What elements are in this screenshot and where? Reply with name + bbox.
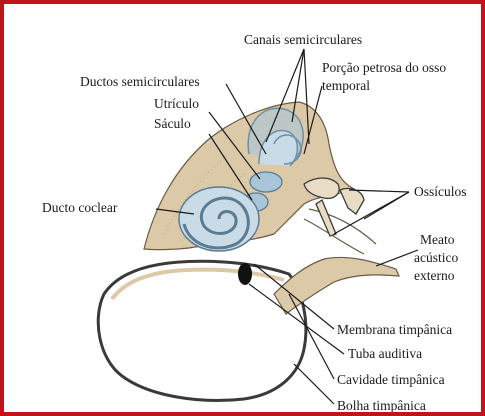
label-ductos-semicirculares: Ductos semicirculares [80,74,200,89]
inner-ear-diagram: Canais semicirculares Porção petrosa do … [4,4,485,416]
label-utriculo: Utrículo [154,96,199,111]
label-membrana-timpanica: Membrana timpânica [337,322,452,337]
label-porcao-petrosa-line1: Porção petrosa do osso [322,60,446,75]
label-tuba-auditiva: Tuba auditiva [348,346,422,361]
label-meato-line3: externo [414,268,455,283]
label-ducto-coclear: Ducto coclear [42,200,118,215]
label-canais-semicirculares: Canais semicirculares [244,32,362,47]
label-meato-line2: acústico [414,250,458,265]
label-ossiculos: Ossículos [414,184,467,199]
label-saculo: Sáculo [154,116,191,131]
label-bolha-timpanica: Bolha timpânica [337,398,426,413]
label-meato-line1: Meato [420,232,455,247]
cochlear-duct [179,187,259,251]
external-meatus [274,257,399,314]
label-cavidade-timpanica: Cavidade timpânica [337,372,445,387]
label-porcao-petrosa-line2: temporal [322,78,370,93]
auditory-tube-opening [238,263,252,285]
utricle [250,172,282,192]
